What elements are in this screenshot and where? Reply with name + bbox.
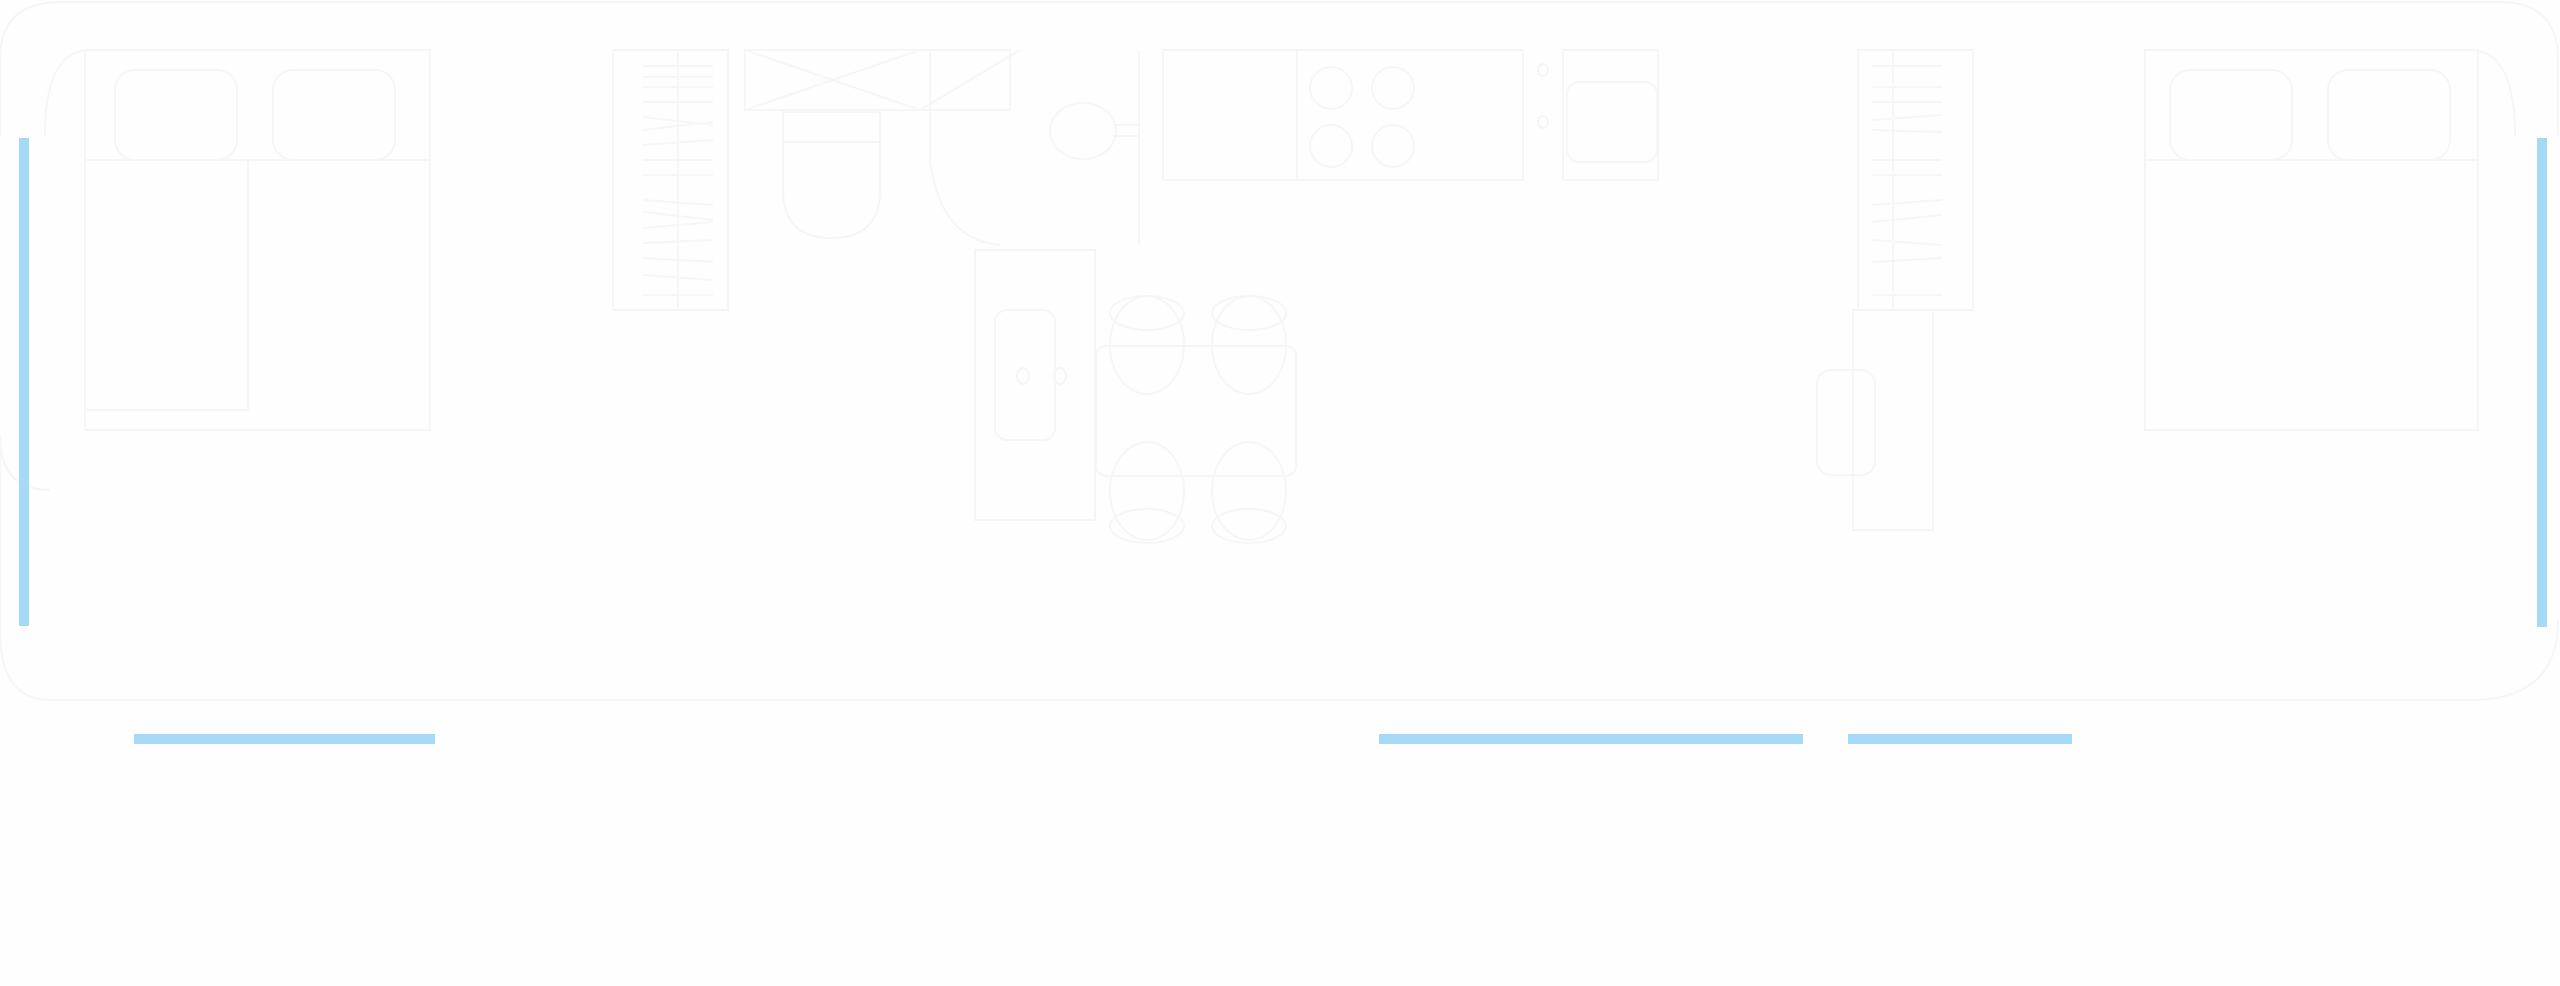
pillow-icon (114, 69, 238, 161)
closet-left (612, 49, 729, 311)
outer-wall-bottom (0, 434, 2559, 701)
burner-icon (1371, 66, 1415, 110)
window-south-2 (1379, 734, 1803, 744)
burner-icon (1371, 124, 1415, 168)
window-south-3 (1848, 734, 2072, 744)
window-east (2537, 138, 2547, 627)
stove (1162, 49, 1524, 181)
bed-right (2144, 49, 2516, 431)
dining-table (1095, 295, 1297, 544)
burner-icon (1309, 66, 1353, 110)
pillow-icon (2169, 69, 2293, 161)
window-south-1 (134, 734, 435, 744)
hanger-icons (642, 65, 714, 296)
kitchen-sink-2 (1537, 49, 1659, 181)
toilet (744, 49, 1021, 240)
pillow-icon (272, 69, 396, 161)
bathroom-sink (974, 249, 1096, 521)
outer-wall (0, 1, 2559, 135)
hanger-icons (1871, 65, 1943, 296)
chair-icon (1109, 441, 1185, 544)
kitchen-sink (1049, 50, 1140, 245)
pillow-icon (2327, 69, 2451, 161)
burner-icon (1309, 124, 1353, 168)
chair-icon (1211, 441, 1287, 544)
window-west (19, 138, 29, 626)
closet-right (1816, 49, 1974, 531)
chair-icon (1109, 295, 1185, 395)
bed-left (44, 49, 431, 431)
chair-icon (1211, 295, 1287, 395)
door-swing (929, 50, 1001, 246)
